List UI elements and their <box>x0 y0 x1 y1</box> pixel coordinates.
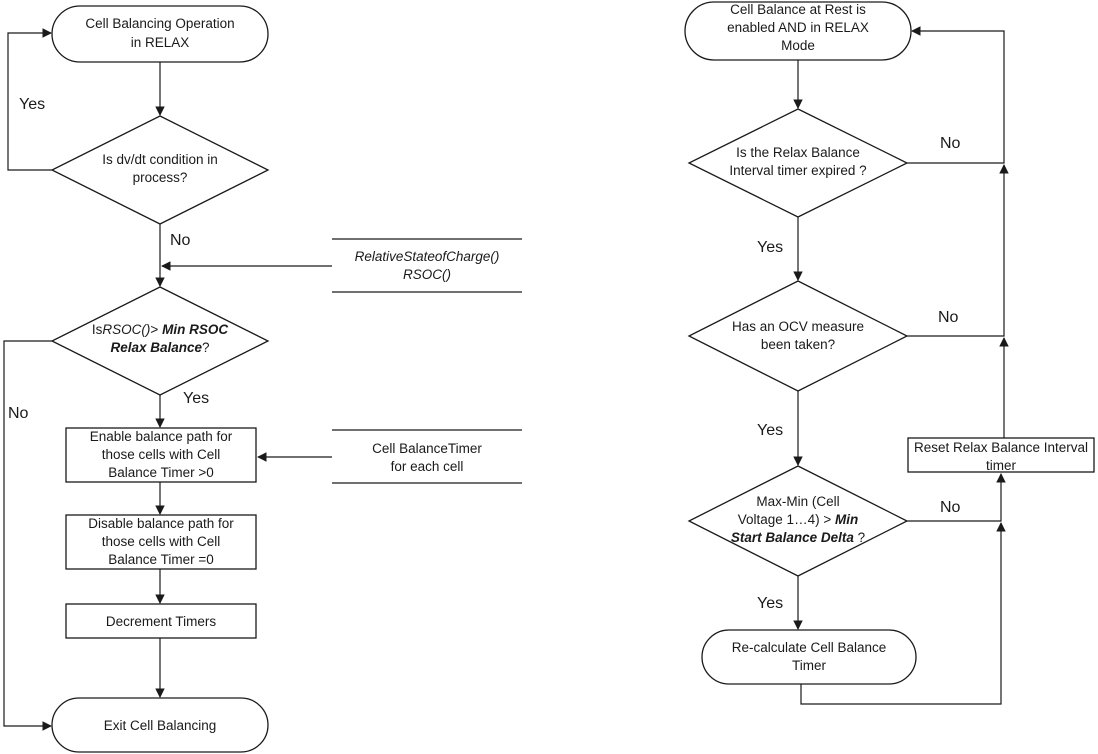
process-recalc-line1: Re-calculate Cell Balance <box>732 640 887 655</box>
label-no-down: No <box>170 232 191 249</box>
input-timer: Cell BalanceTimer for each cell <box>332 429 522 484</box>
decision-dvdt-line1: Is dv/dt condition in <box>102 152 218 167</box>
right-start-line2: enabled AND in RELAX <box>727 20 869 35</box>
label-yes-loop: Yes <box>19 96 45 113</box>
input-rsoc-line2: RSOC() <box>403 267 451 282</box>
arrow-rsoc-no <box>3 340 52 731</box>
right-start-terminator: Cell Balance at Rest is enabled AND in R… <box>684 1 912 61</box>
decision-interval-line1: Is the Relax Balance <box>736 145 860 160</box>
process-decrement: Decrement Timers <box>65 603 257 639</box>
label-no-left: No <box>8 405 29 422</box>
decision-rsoc-line1: IsRSOC()> Min RSOC <box>92 322 228 337</box>
input-timer-line2: for each cell <box>391 459 464 474</box>
label-right-yes1: Yes <box>757 239 783 256</box>
label-right-no2: No <box>938 309 959 326</box>
process-recalc-line2: Timer <box>792 658 826 673</box>
decision-ocv-line1: Has an OCV measure <box>732 319 864 334</box>
arrow-recalc-loop <box>800 522 1006 705</box>
process-reset: Reset Relax Balance Interval timer <box>907 437 1095 473</box>
process-disable-line2: those cells with Cell <box>102 534 221 549</box>
label-right-no1: No <box>940 135 961 152</box>
process-disable-line3: Balance Timer =0 <box>108 552 213 567</box>
process-reset-line1: Reset Relax Balance Interval <box>914 440 1088 455</box>
label-right-yes2: Yes <box>757 422 783 439</box>
left-start-line1: Cell Balancing Operation <box>85 16 234 31</box>
label-yes-down: Yes <box>183 390 209 407</box>
decision-ocv-line2: been taken? <box>761 337 835 352</box>
input-rsoc-line1: RelativeStateofCharge() <box>355 249 500 264</box>
decision-rsoc-line2: Relax Balance? <box>110 340 209 355</box>
process-disable-line1: Disable balance path for <box>88 516 234 531</box>
decision-dvdt: Is dv/dt condition in process? <box>50 115 270 225</box>
left-start-line2: in RELAX <box>131 35 190 50</box>
decision-delta-line2: Voltage 1…4) > Min <box>738 512 858 527</box>
decision-delta-line3: Start Balance Delta ? <box>731 530 865 545</box>
process-enable: Enable balance path for those cells with… <box>65 427 257 483</box>
input-rsoc: RelativeStateofCharge() RSOC() <box>332 238 522 293</box>
right-start-line1: Cell Balance at Rest is <box>730 2 866 17</box>
process-enable-line1: Enable balance path for <box>90 429 233 444</box>
process-enable-line2: those cells with Cell <box>102 447 221 462</box>
decision-dvdt-line2: process? <box>133 170 188 185</box>
arrow-ocv-no <box>907 164 1009 337</box>
arrow-delta-no <box>907 473 1006 522</box>
arrow-interval-no <box>907 26 1005 164</box>
label-right-no3: No <box>940 499 961 516</box>
process-reset-line2: timer <box>986 458 1017 473</box>
decision-ocv: Has an OCV measure been taken? <box>687 280 909 392</box>
arrow-dvdt-yes-loop <box>7 28 52 171</box>
left-exit-label: Exit Cell Balancing <box>104 718 217 733</box>
decision-delta: Max-Min (Cell Voltage 1…4) > Min Start B… <box>687 465 909 577</box>
process-disable: Disable balance path for those cells wit… <box>65 514 257 570</box>
process-recalc: Re-calculate Cell Balance Timer <box>701 629 917 685</box>
left-start-terminator: Cell Balancing Operation in RELAX <box>51 5 269 63</box>
input-timer-line1: Cell BalanceTimer <box>372 441 482 456</box>
label-right-yes3: Yes <box>757 595 783 612</box>
decision-interval: Is the Relax Balance Interval timer expi… <box>687 108 909 218</box>
decision-delta-line1: Max-Min (Cell <box>756 494 839 509</box>
decision-rsoc: IsRSOC()> Min RSOC Relax Balance? <box>50 286 270 396</box>
right-start-line3: Mode <box>781 38 815 53</box>
decision-interval-line2: Interval timer expired ? <box>729 163 866 178</box>
process-decrement-label: Decrement Timers <box>106 614 217 629</box>
process-enable-line3: Balance Timer >0 <box>108 465 213 480</box>
left-exit-terminator: Exit Cell Balancing <box>51 697 269 753</box>
